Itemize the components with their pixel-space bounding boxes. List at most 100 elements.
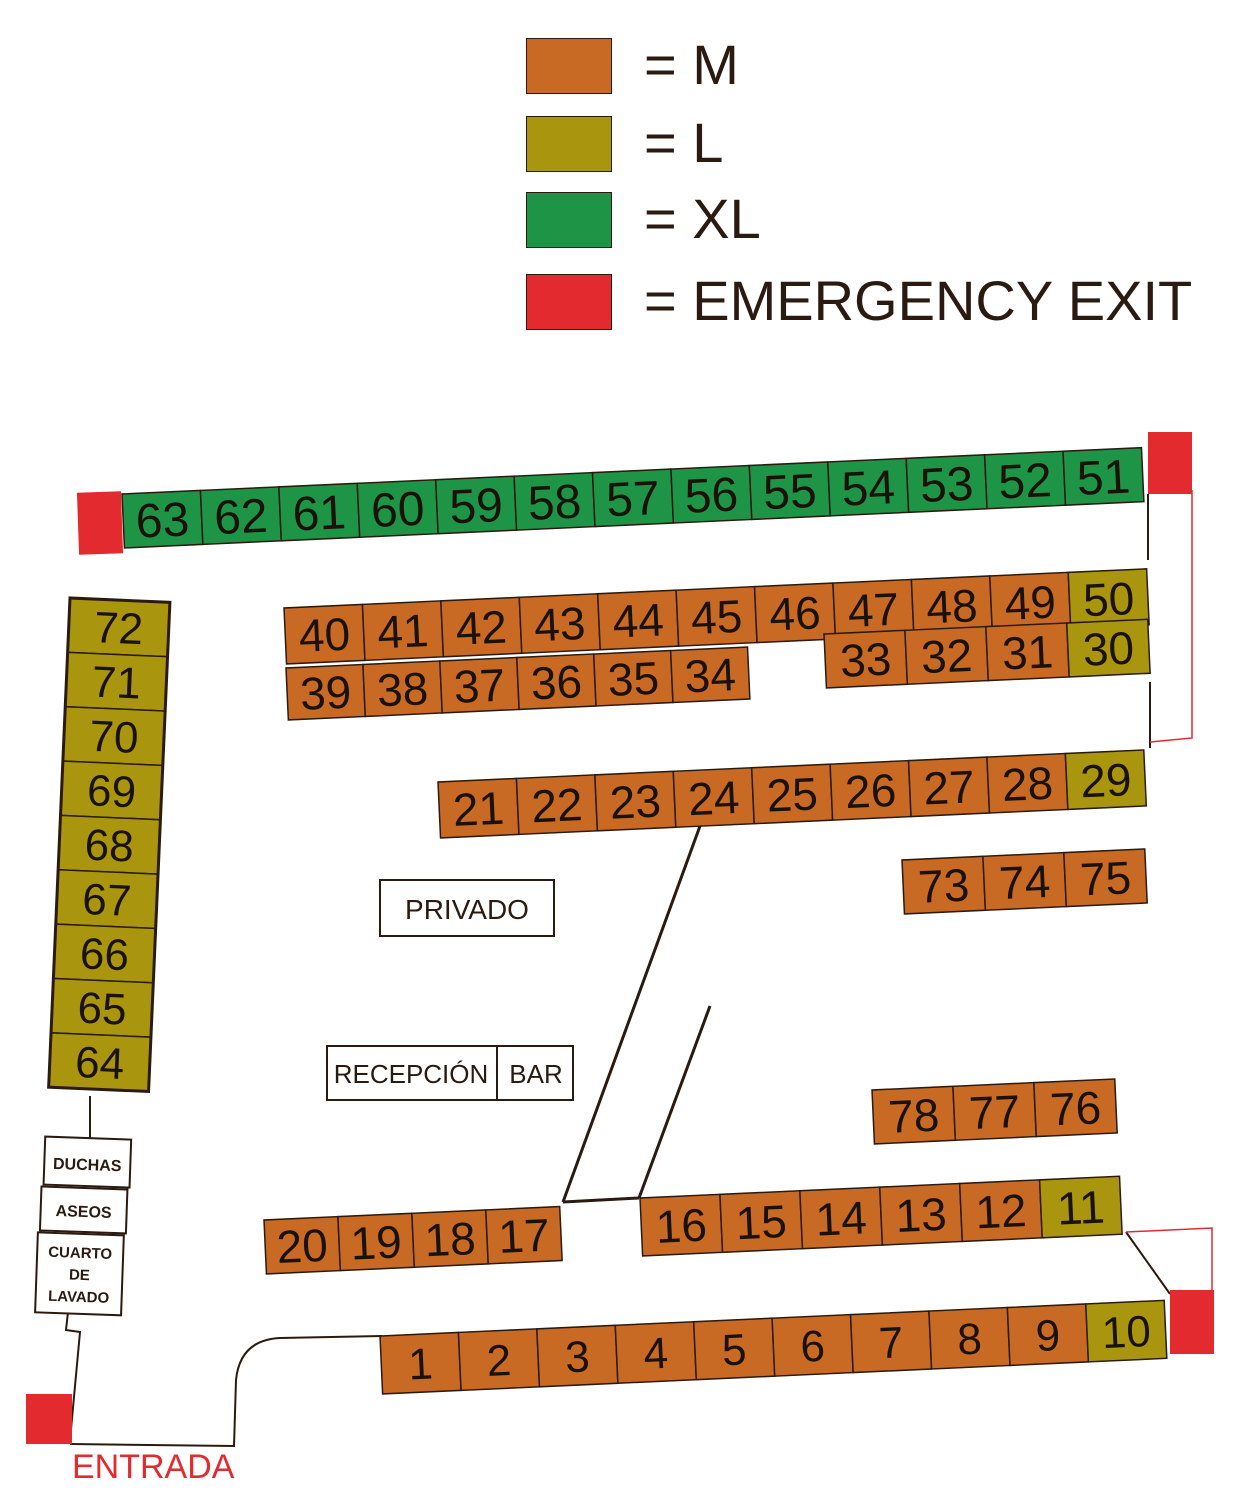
- entrada-label: ENTRADA: [72, 1448, 235, 1486]
- plot-label-43: 43: [533, 597, 586, 651]
- plot-label-38: 38: [376, 662, 429, 716]
- plot-label-49: 49: [1004, 576, 1057, 630]
- walkways: [64, 494, 1171, 1448]
- plot-11: [1038, 1175, 1123, 1239]
- recepcion-bar-building: RECEPCIÓN BAR: [326, 1045, 574, 1101]
- plot-label-13: 13: [894, 1188, 947, 1242]
- plot-label-35: 35: [607, 652, 660, 706]
- plot-label-55: 55: [762, 465, 818, 520]
- plot-30: [1065, 618, 1151, 678]
- plot-label-24: 24: [687, 771, 740, 825]
- walkway-right-vertical: [1147, 494, 1151, 748]
- plot-label-71: 71: [91, 657, 142, 708]
- plot-label-70: 70: [88, 712, 139, 763]
- plot-label-37: 37: [453, 659, 506, 713]
- legend-label-m: = M: [644, 33, 739, 96]
- plot-label-45: 45: [690, 590, 743, 644]
- plot-label-36: 36: [530, 655, 583, 709]
- aseos-box: [38, 1185, 129, 1235]
- privado-building: PRIVADO: [379, 879, 555, 937]
- plot-label-48: 48: [925, 579, 978, 633]
- plot-label-18: 18: [423, 1212, 476, 1266]
- legend-swatch-m: [526, 38, 612, 94]
- plot-label-22: 22: [530, 778, 583, 832]
- privado-box: [379, 879, 555, 937]
- plot-column-outline: [47, 596, 172, 1094]
- plot-label-15: 15: [734, 1195, 787, 1249]
- legend-swatch-xl: [526, 192, 612, 248]
- lavado-label-line-3: LAVADO: [48, 1288, 110, 1307]
- plot-label-60: 60: [370, 483, 426, 538]
- plot-label-21: 21: [452, 782, 505, 836]
- plot-label-1: 1: [407, 1339, 434, 1389]
- plot-label-26: 26: [844, 764, 897, 818]
- plot-label-30: 30: [1082, 622, 1135, 676]
- plot-label-4: 4: [643, 1329, 670, 1379]
- walkway-diagonal-24: [561, 825, 702, 1203]
- plot-label-62: 62: [213, 490, 269, 545]
- emergency-exits: [26, 432, 1214, 1444]
- plot-label-66: 66: [79, 929, 130, 980]
- legend-swatch-l: [526, 116, 612, 172]
- emergency-exit-west: [76, 491, 124, 555]
- plot-label-34: 34: [684, 648, 737, 702]
- plot-label-7: 7: [878, 1318, 905, 1368]
- plot-label-10: 10: [1101, 1307, 1152, 1358]
- plot-label-76: 76: [1049, 1081, 1102, 1135]
- plot-label-67: 67: [81, 875, 132, 926]
- plot-label-33: 33: [839, 633, 892, 687]
- plot-label-51: 51: [1076, 451, 1132, 506]
- plot-label-23: 23: [609, 774, 662, 828]
- legend-swatch-exit: [526, 274, 612, 330]
- plot-label-50: 50: [1082, 572, 1135, 626]
- plot-label-69: 69: [86, 766, 137, 817]
- walkway-entrada: [69, 1335, 383, 1448]
- plot-label-64: 64: [74, 1038, 125, 1089]
- legend-label-xl: = XL: [644, 187, 761, 250]
- plot-17: [484, 1205, 563, 1265]
- walkway-diagonal-16: [637, 1005, 712, 1199]
- plot-label-14: 14: [814, 1191, 867, 1245]
- plot-10: [1084, 1299, 1168, 1363]
- plot-label-53: 53: [919, 458, 975, 513]
- plot-label-27: 27: [922, 760, 975, 814]
- plot-label-39: 39: [299, 666, 352, 720]
- plot-label-75: 75: [1079, 851, 1132, 905]
- exit-route-north: [1149, 490, 1193, 743]
- duchas-label: DUCHAS: [53, 1156, 122, 1175]
- plot-label-11: 11: [1056, 1181, 1106, 1235]
- legend-label-exit: = EMERGENCY EXIT: [644, 269, 1193, 332]
- plot-label-20: 20: [275, 1219, 328, 1273]
- plot-label-68: 68: [84, 821, 135, 872]
- plot-76: [1033, 1078, 1118, 1138]
- plot-29: [1064, 749, 1148, 811]
- plot-label-42: 42: [455, 600, 508, 654]
- recepcion-box: [326, 1045, 498, 1101]
- bar-box: [496, 1045, 574, 1101]
- bar-label: BAR: [509, 1059, 562, 1089]
- plot-label-19: 19: [349, 1215, 402, 1269]
- emergency-exit-southeast: [1170, 1290, 1214, 1354]
- plot-label-25: 25: [765, 767, 818, 821]
- lavado-label-line-1: CUARTO: [48, 1244, 113, 1263]
- walkway-connector: [562, 1196, 640, 1204]
- plot-label-32: 32: [920, 629, 973, 683]
- walkway-11-to-10: [1125, 1231, 1171, 1295]
- plot-label-78: 78: [887, 1089, 940, 1143]
- plot-label-57: 57: [605, 472, 661, 527]
- plot-row-39-34: 39 38 37 36 35 34: [285, 646, 751, 721]
- plot-label-40: 40: [298, 608, 351, 662]
- plot-label-5: 5: [721, 1325, 748, 1375]
- services-building: DUCHAS ASEOS CUARTO DE LAVADO: [34, 1135, 133, 1317]
- plot-label-61: 61: [291, 486, 347, 541]
